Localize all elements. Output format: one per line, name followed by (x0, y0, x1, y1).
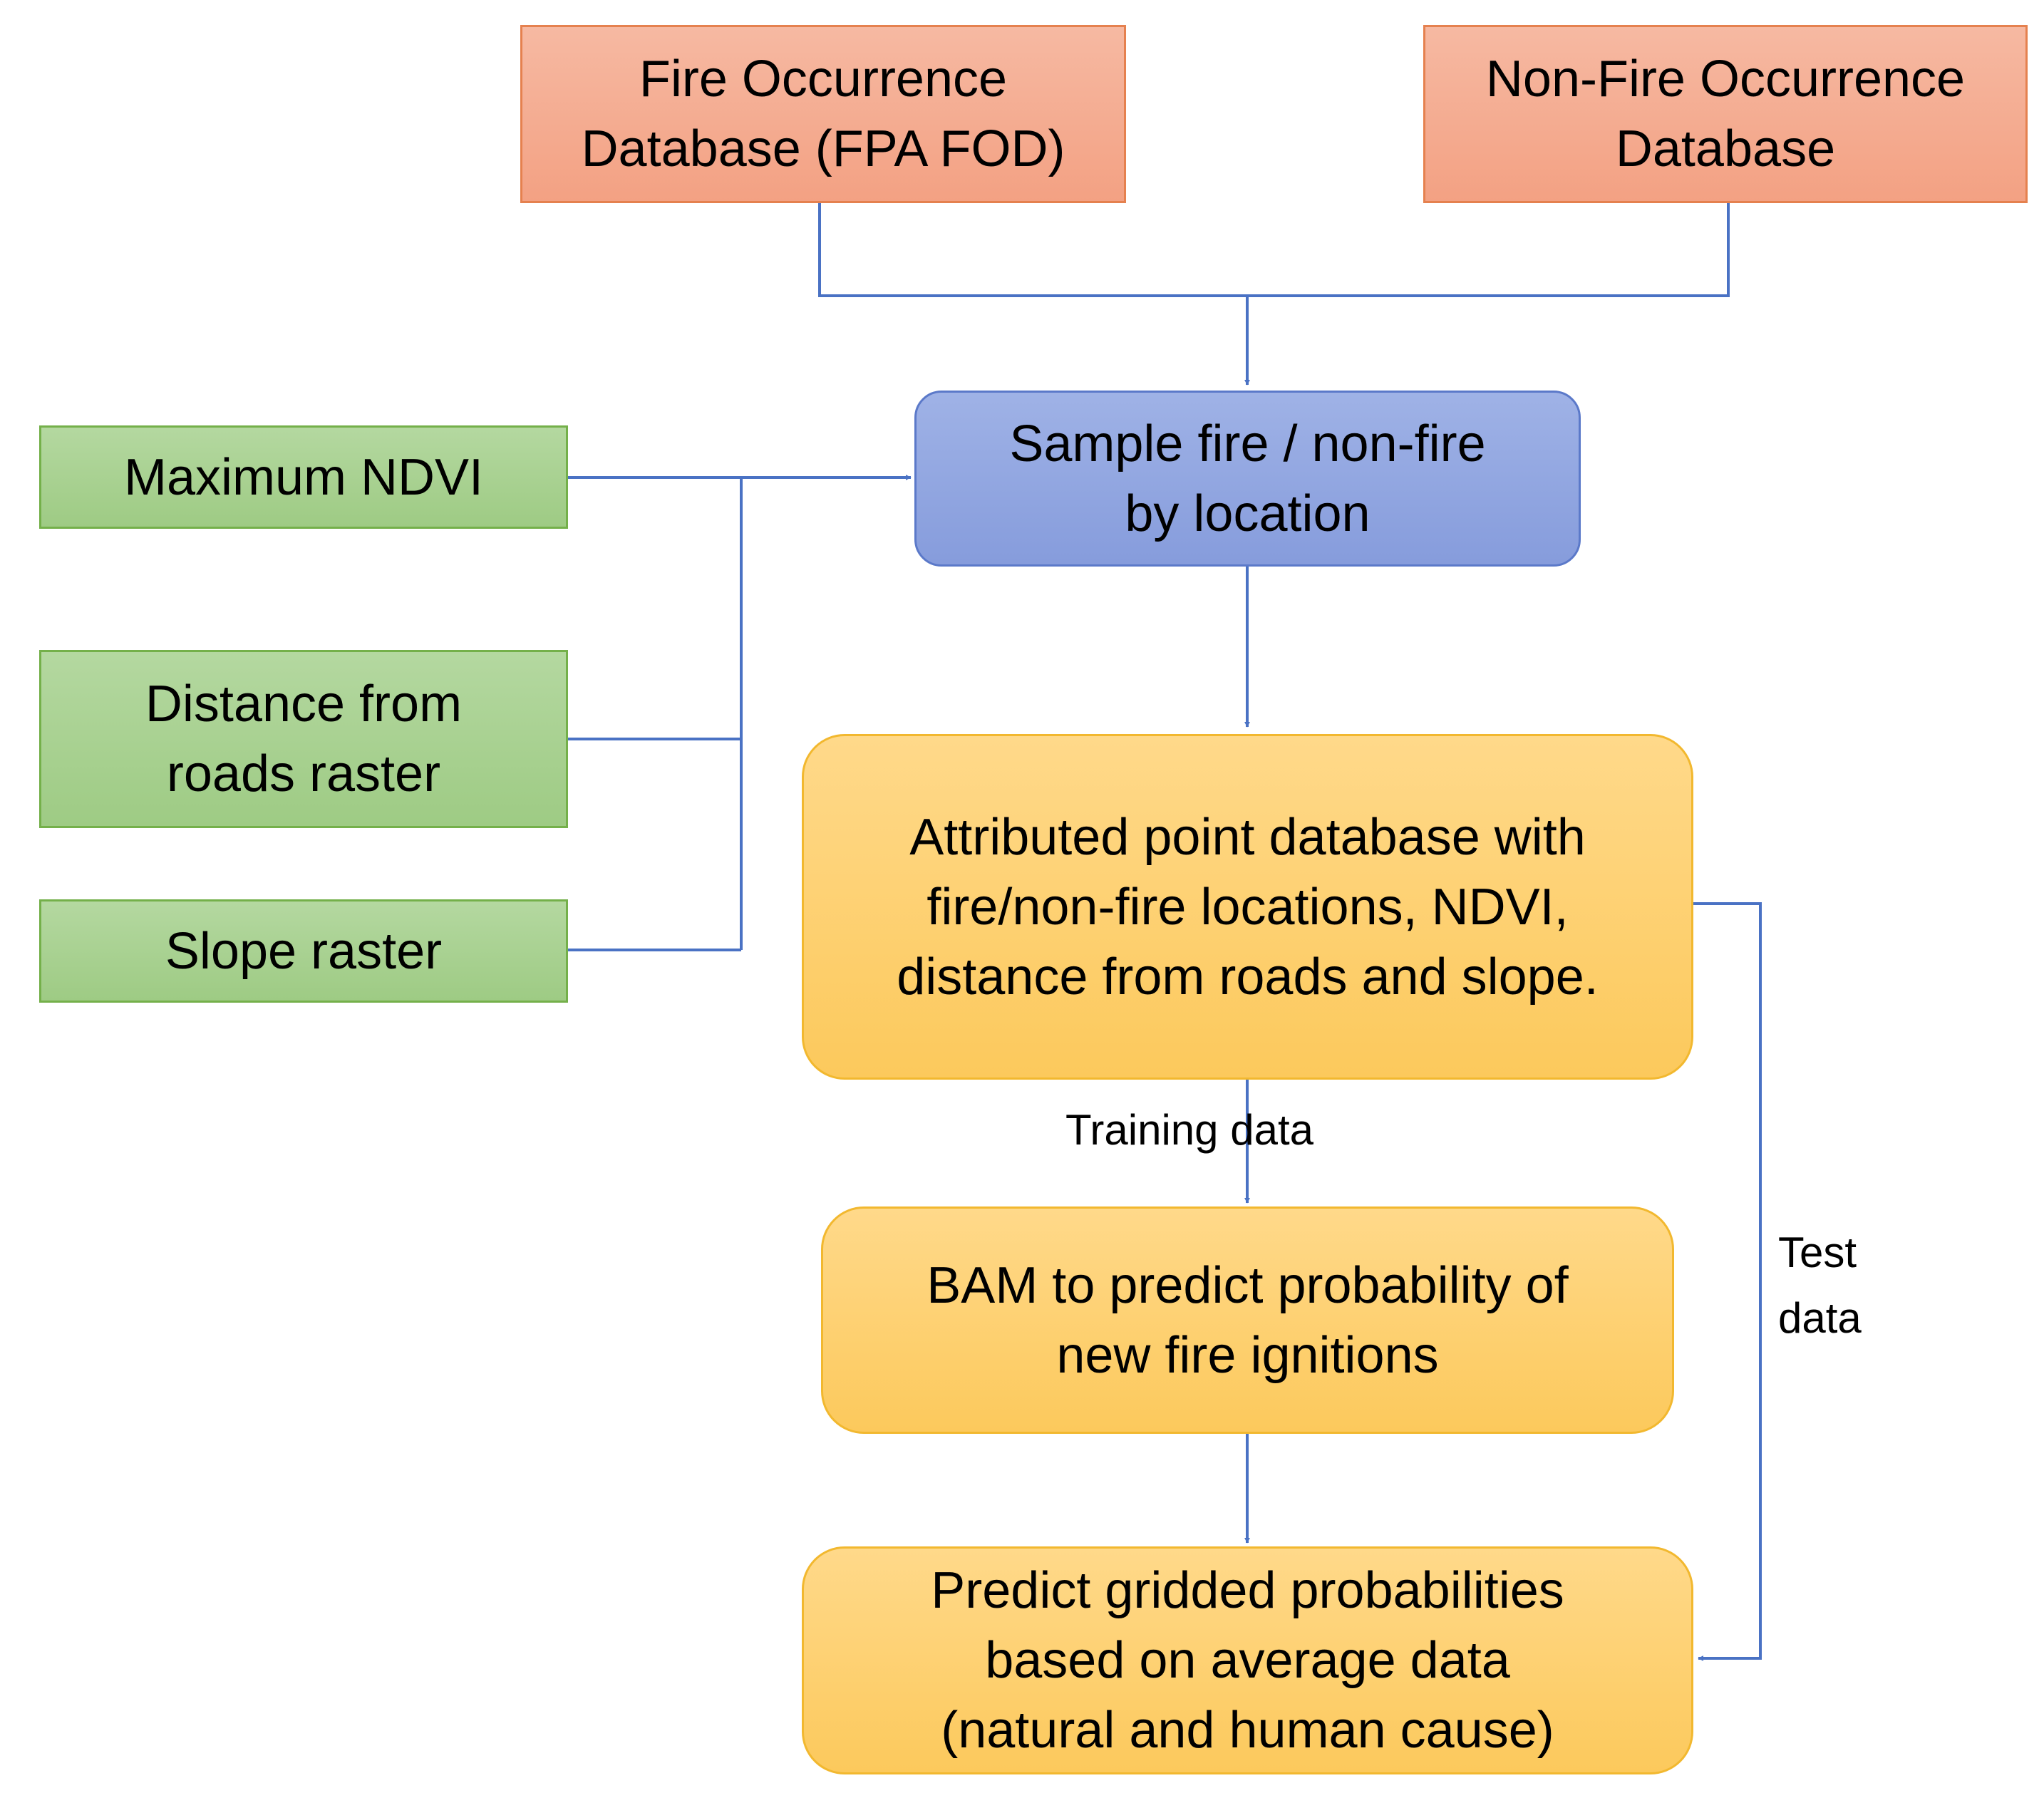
bam-model-label: BAM to predict probability of new fire i… (926, 1256, 1569, 1384)
sample-by-location-label: Sample fire / non-fire by location (1009, 415, 1486, 542)
attributed-point-database-box: Attributed point database with fire/non-… (802, 734, 1693, 1080)
bam-model-box: BAM to predict probability of new fire i… (821, 1206, 1674, 1434)
predict-gridded-probabilities-box: Predict gridded probabilities based on a… (802, 1546, 1693, 1774)
test-data-label: Test data (1778, 1229, 1862, 1342)
connector-nonfire-db (1247, 203, 1730, 297)
arrow-test-data (1693, 902, 1762, 1661)
slope-raster-label: Slope raster (165, 922, 443, 980)
distance-from-roads-label: Distance from roads raster (145, 676, 463, 802)
sample-by-location-box: Sample fire / non-fire by location (914, 391, 1581, 567)
maximum-ndvi-label: Maximum NDVI (123, 448, 484, 506)
non-fire-occurrence-database-label: Non-Fire Occurrence Database (1485, 51, 1966, 177)
fire-occurrence-database-box: Fire Occurrence Database (FPA FOD) (520, 25, 1126, 203)
connector-fire-db (818, 203, 1247, 297)
training-data-label: Training data (1065, 1106, 1313, 1154)
slope-raster-box: Slope raster (39, 899, 568, 1003)
fire-occurrence-database-label: Fire Occurrence Database (FPA FOD) (581, 51, 1065, 177)
maximum-ndvi-box: Maximum NDVI (39, 425, 568, 529)
non-fire-occurrence-database-box: Non-Fire Occurrence Database (1423, 25, 2028, 203)
predict-gridded-probabilities-label: Predict gridded probabilities based on a… (931, 1562, 1564, 1759)
attributed-point-database-label: Attributed point database with fire/non-… (897, 808, 1599, 1006)
distance-from-roads-box: Distance from roads raster (39, 650, 568, 828)
